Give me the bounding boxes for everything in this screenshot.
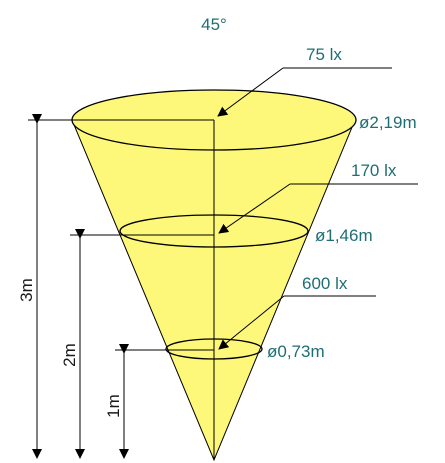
- beam-angle-label: 45°: [201, 15, 227, 34]
- height-dimension-1m: [115, 344, 214, 459]
- height-label-1m: 1m: [104, 394, 123, 418]
- diameter-label-mid: ø1,46m: [315, 226, 373, 245]
- height-dimension-3m: [28, 114, 214, 459]
- height-label-3m: 3m: [17, 278, 36, 302]
- lux-leader-170: [218, 183, 418, 234]
- height-dimension-2m: [70, 229, 214, 459]
- lux-label-75: 75 lx: [306, 45, 342, 64]
- diameter-label-low: ø0,73m: [267, 342, 325, 361]
- lux-label-170: 170 lx: [351, 161, 397, 180]
- diameter-label-top: ø2,19m: [359, 113, 417, 132]
- lux-leader-75: [217, 67, 392, 117]
- lux-leader-600: [218, 295, 376, 350]
- lux-label-600: 600 lx: [302, 274, 348, 293]
- height-label-2m: 2m: [60, 343, 79, 367]
